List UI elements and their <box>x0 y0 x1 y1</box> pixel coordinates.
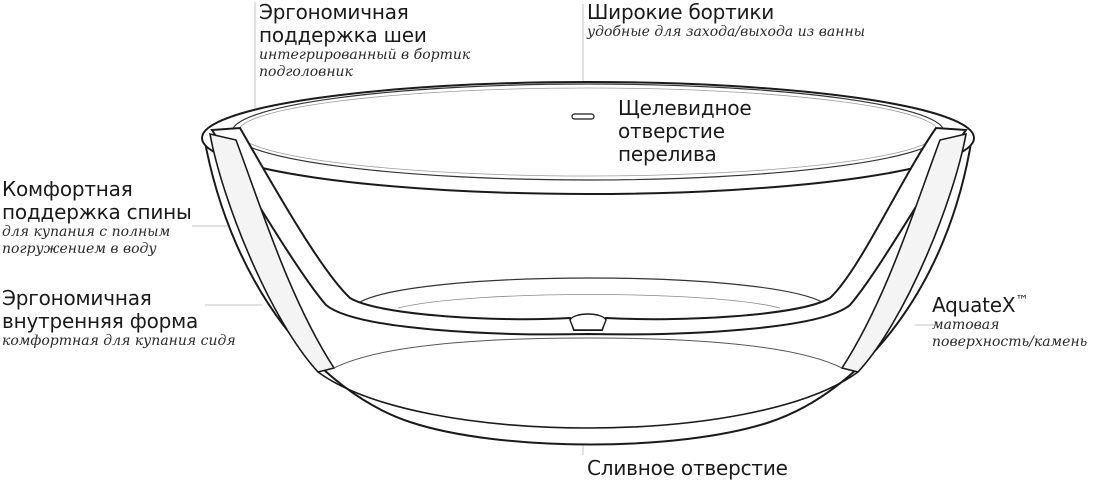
label-material: AquateX™ матовая поверхность/камень <box>932 294 1087 351</box>
back-desc-line-1: для купания с полным <box>2 224 171 240</box>
neck-title-line-1: Эргономичная <box>259 0 409 24</box>
material-name: AquateX <box>932 293 1016 317</box>
neck-desc-line-2: подголовник <box>259 64 353 80</box>
inner-title-line-2: внутренняя форма <box>2 309 199 333</box>
label-overflow: Щелевидное отверстие перелива <box>618 97 752 166</box>
overflow-title-line-1: Щелевидное <box>618 96 752 120</box>
rim-title: Широкие бортики <box>587 0 775 24</box>
back-title-line-2: поддержка спины <box>2 200 192 224</box>
drain-icon <box>569 313 607 331</box>
back-desc-line-2: погружением в воду <box>2 241 157 257</box>
label-wide-rim: Широкие бортики удобные для захода/выход… <box>587 1 865 41</box>
tub-floor-back <box>359 277 823 303</box>
material-title: AquateX™ <box>932 294 1087 317</box>
tub-right-section <box>840 132 968 373</box>
inner-title-line-1: Эргономичная <box>2 286 152 310</box>
neck-desc-line-1: интегрированный в бортик <box>259 47 471 63</box>
neck-title-line-2: поддержка шеи <box>259 23 427 47</box>
overflow-slot-icon <box>571 113 595 120</box>
tub-floor-back-2 <box>397 294 781 309</box>
back-title-line-1: Комфортная <box>2 177 133 201</box>
tub-left-section <box>208 132 336 373</box>
label-neck-support: Эргономичная поддержка шеи интегрированн… <box>259 1 470 81</box>
tub-floor-front <box>333 337 843 369</box>
overflow-title-line-2: отверстие <box>618 119 725 143</box>
rim-desc: удобные для захода/выхода из ванны <box>587 24 866 40</box>
label-drain: Сливное отверстие <box>587 457 788 480</box>
inner-desc: комфортная для купания сидя <box>2 333 236 349</box>
drain-title: Сливное отверстие <box>587 456 788 480</box>
tub-cross-section <box>210 126 968 336</box>
overflow-title-line-3: перелива <box>618 142 717 166</box>
tub-rim-outer <box>201 81 975 195</box>
material-desc-line-1: матовая <box>932 317 1000 333</box>
material-desc-line-2: поверхность/камень <box>932 334 1088 350</box>
label-inner-shape: Эргономичная внутренняя форма комфортная… <box>2 287 236 350</box>
trademark-mark: ™ <box>1015 293 1029 309</box>
label-back-support: Комфортная поддержка спины для купания с… <box>2 178 192 258</box>
tub-front-inner-wall <box>317 371 859 429</box>
